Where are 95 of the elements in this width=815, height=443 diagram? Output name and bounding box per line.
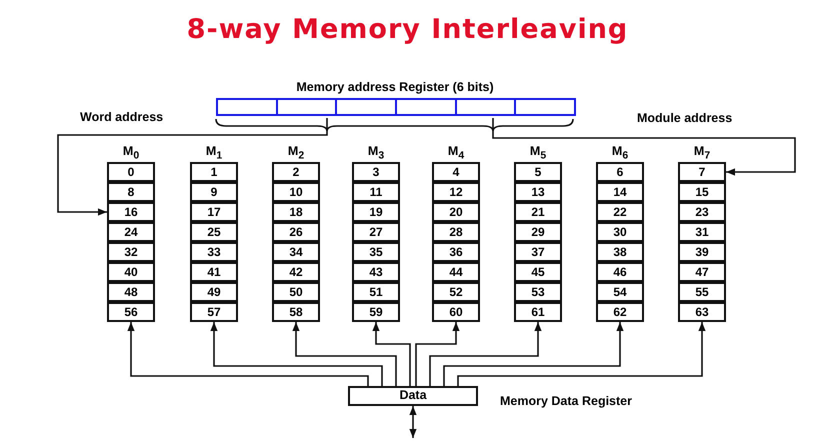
memory-cell: 19 [352,202,400,222]
memory-cell: 11 [352,182,400,202]
arrow [409,406,417,438]
memory-cell: 9 [190,182,238,202]
arrow [292,322,397,386]
memory-cell: 33 [190,242,238,262]
memory-cell: 3 [352,162,400,182]
module-heading: M$_{6}$ [610,144,630,162]
module-heading: M$_{1}$ [204,144,224,162]
memory-cell: 60 [432,302,480,322]
memory-cell: 46 [596,262,644,282]
memory-cell: 50 [272,282,320,302]
memory-cell: 1 [190,162,238,182]
memory-cell: 40 [107,262,155,282]
memory-cell: 29 [514,222,562,242]
memory-cell: 58 [272,302,320,322]
memory-cell: 5 [514,162,562,182]
arrow [127,322,369,386]
memory-cell: 16 [107,202,155,222]
memory-cell: 51 [352,282,400,302]
memory-cell: 63 [678,302,726,322]
memory-cell: 6 [596,162,644,182]
memory-cell: 34 [272,242,320,262]
memory-cell: 55 [678,282,726,302]
register-bit-cell [216,98,278,116]
arrow [457,322,706,386]
memory-cell: 23 [678,202,726,222]
memory-cell: 10 [272,182,320,202]
memory-cell: 15 [678,182,726,202]
memory-cell: 24 [107,222,155,242]
memory-cell: 17 [190,202,238,222]
memory-cell: 48 [107,282,155,302]
edge-label: Module address [637,111,732,125]
register-label: Memory address Register (6 bits) [295,80,495,94]
memory-cell: 7 [678,162,726,182]
memory-cell: 53 [514,282,562,302]
arrow [372,322,411,386]
edge-label: Word address [80,110,164,124]
memory-cell: 25 [190,222,238,242]
memory-cell: 57 [190,302,238,322]
register-bit-cell [335,98,397,116]
memory-cell: 27 [352,222,400,242]
module-heading: M$_{7}$ [692,144,712,162]
memory-cell: 21 [514,202,562,222]
memory-cell: 52 [432,282,480,302]
memory-cell: 12 [432,182,480,202]
memory-cell: 30 [596,222,644,242]
module-heading: M$_{2}$ [286,144,306,162]
data-register-box: Data [348,386,478,406]
memory-cell: 49 [190,282,238,302]
memory-cell: 8 [107,182,155,202]
memory-cell: 43 [352,262,400,282]
memory-cell: 44 [432,262,480,282]
register-bit-cell [395,98,457,116]
memory-cell: 4 [432,162,480,182]
module-heading: M$_{4}$ [446,144,466,162]
memory-cell: 41 [190,262,238,282]
memory-cell: 59 [352,302,400,322]
register-bit-cell [276,98,338,116]
memory-cell: 35 [352,242,400,262]
memory-cell: 42 [272,262,320,282]
memory-cell: 62 [596,302,644,322]
memory-cell: 22 [596,202,644,222]
arrow [443,322,624,386]
memory-cell: 32 [107,242,155,262]
arrow [492,118,796,176]
memory-cell: 47 [678,262,726,282]
memory-cell: 56 [107,302,155,322]
module-heading: M$_{5}$ [528,144,548,162]
memory-cell: 20 [432,202,480,222]
memory-cell: 2 [272,162,320,182]
memory-cell: 0 [107,162,155,182]
module-heading: M$_{0}$ [122,144,140,162]
memory-cell: 39 [678,242,726,262]
arrow [57,118,328,216]
register-caption: Memory Data Register [500,394,632,408]
memory-cell: 61 [514,302,562,322]
memory-cell: 37 [514,242,562,262]
arrow [429,322,542,386]
memory-cell: 18 [272,202,320,222]
module-heading: M$_{3}$ [366,144,386,162]
register-bit-cell [454,98,516,116]
memory-cell: 54 [596,282,644,302]
memory-cell: 26 [272,222,320,242]
diagram-title: 8-way Memory Interleaving [186,14,630,45]
register-bit-cell [514,98,576,116]
arrow [210,322,383,386]
memory-cell: 31 [678,222,726,242]
memory-cell: 28 [432,222,480,242]
memory-cell: 45 [514,262,562,282]
memory-cell: 14 [596,182,644,202]
memory-cell: 36 [432,242,480,262]
memory-cell: 38 [596,242,644,262]
arrow [415,322,460,386]
memory-cell: 13 [514,182,562,202]
